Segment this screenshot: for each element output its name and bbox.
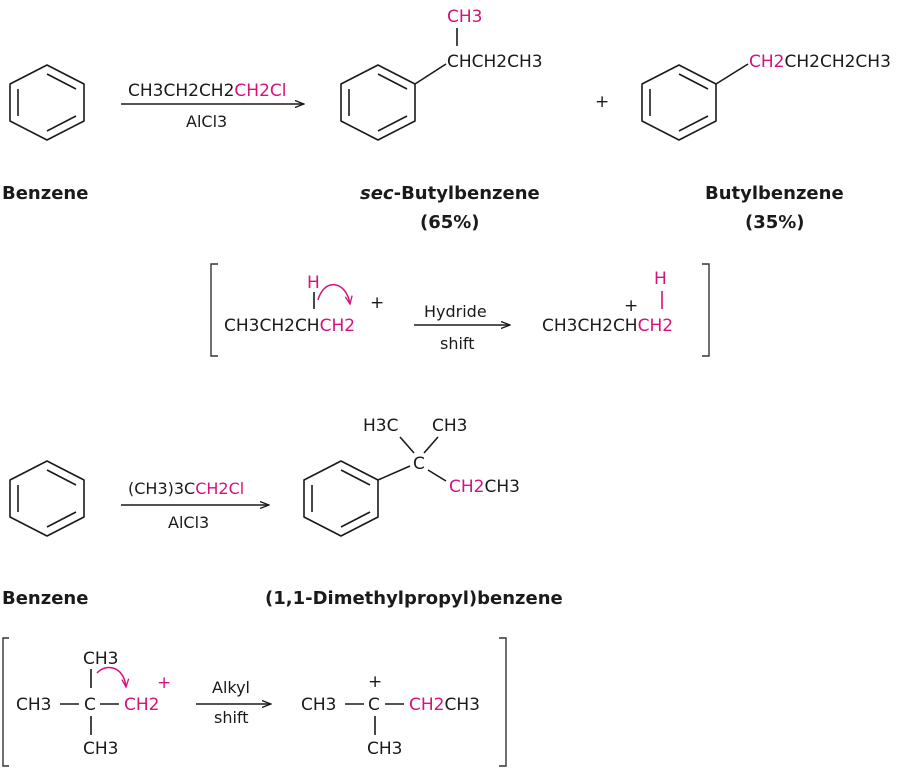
product1-yield: (65%): [420, 212, 480, 233]
benzene-name-1: Benzene: [2, 183, 88, 204]
quaternary-carbon: C: [413, 454, 425, 474]
plus-sign: +: [595, 92, 609, 112]
benzene-ring-reactant-1: [9, 64, 85, 141]
hydride-curved-arrow: [317, 283, 350, 304]
benzene-ring-product-2: [641, 64, 717, 141]
mech1-left-species: CH3CH2CHCH2: [224, 316, 355, 336]
methyl-left-bond: [399, 436, 415, 454]
mech2-top-methyl: CH3: [83, 649, 118, 669]
methyl-right-bond: [423, 436, 439, 454]
product3-methyl-left: H3C: [363, 416, 398, 436]
cation-charge-1: +: [370, 293, 384, 313]
catalyst-1: AlCl3: [186, 112, 227, 131]
migrating-hydrogen: H: [307, 273, 320, 293]
hydride-label: Hydride: [424, 302, 487, 321]
alkyl-label: Alkyl: [212, 678, 250, 697]
benzene-ring-reactant-2: [9, 460, 85, 537]
branch-methyl: CH3: [447, 7, 482, 27]
ring-substituent-bond-2: [715, 63, 749, 85]
mechanism2: CH3 CH3 C CH2 + CH3 Alkyl shift CH3 + C …: [2, 637, 507, 767]
product1-chain: CHCH2CH3: [447, 52, 543, 72]
catalyst-2: AlCl3: [168, 513, 209, 532]
ring-quaternary-bond: [377, 465, 411, 481]
mech2-bottom-methyl: CH3: [83, 739, 118, 759]
mech2-right-ethyl: CH2CH3: [409, 695, 480, 715]
mech2-cation: CH2: [124, 695, 159, 715]
product1-name: sec-Butylbenzene: [360, 183, 540, 204]
product3-methyl-right: CH3: [432, 416, 467, 436]
alkyl-curved-arrow: [96, 666, 126, 687]
product3-name: (1,1-Dimethylpropyl)benzene: [265, 588, 563, 609]
right-bracket-2: [499, 637, 507, 767]
reagent-1: CH3CH2CH2CH2Cl: [128, 81, 286, 101]
cation-charge-2: +: [624, 296, 638, 316]
right-bracket-1: [702, 263, 710, 357]
shifted-hydrogen: H: [654, 269, 667, 289]
left-bracket-1: [210, 263, 218, 357]
ethyl-bond: [427, 469, 447, 482]
mech2-right-center: C: [368, 695, 380, 715]
mech2-center-carbon: C: [84, 695, 96, 715]
shift-label-2: shift: [214, 708, 249, 727]
ring-substituent-bond-1: [414, 63, 447, 85]
benzene-name-2: Benzene: [2, 588, 88, 609]
product2-yield: (35%): [745, 212, 805, 233]
mech1-right-species: CH3CH2CHCH2: [542, 316, 673, 336]
mech2-right-bottom-methyl: CH3: [367, 739, 402, 759]
left-bracket-2: [2, 637, 9, 767]
reaction2: Benzene (CH3)3CCH2Cl AlCl3 H3C CH3 C CH2…: [2, 416, 563, 609]
mech2-left-methyl: CH3: [16, 695, 51, 715]
reaction1: Benzene CH3CH2CH2CH2Cl AlCl3 CH3 CHCH2CH…: [2, 7, 891, 233]
product3-ethyl: CH2CH3: [449, 477, 520, 497]
product2-name: Butylbenzene: [705, 183, 844, 204]
mech2-charge-left: +: [157, 673, 171, 693]
mech2-charge-right: +: [368, 672, 382, 692]
mechanism1: H + CH3CH2CHCH2 Hydride shift + H CH3CH2…: [210, 263, 710, 357]
reagent-2: (CH3)3CCH2Cl: [128, 479, 244, 498]
mech2-right-left-methyl: CH3: [301, 695, 336, 715]
product2-chain: CH2CH2CH2CH3: [749, 52, 891, 72]
benzene-ring-product-1: [340, 64, 416, 141]
benzene-ring-product-3: [303, 460, 379, 537]
shift-label-1: shift: [440, 334, 475, 353]
